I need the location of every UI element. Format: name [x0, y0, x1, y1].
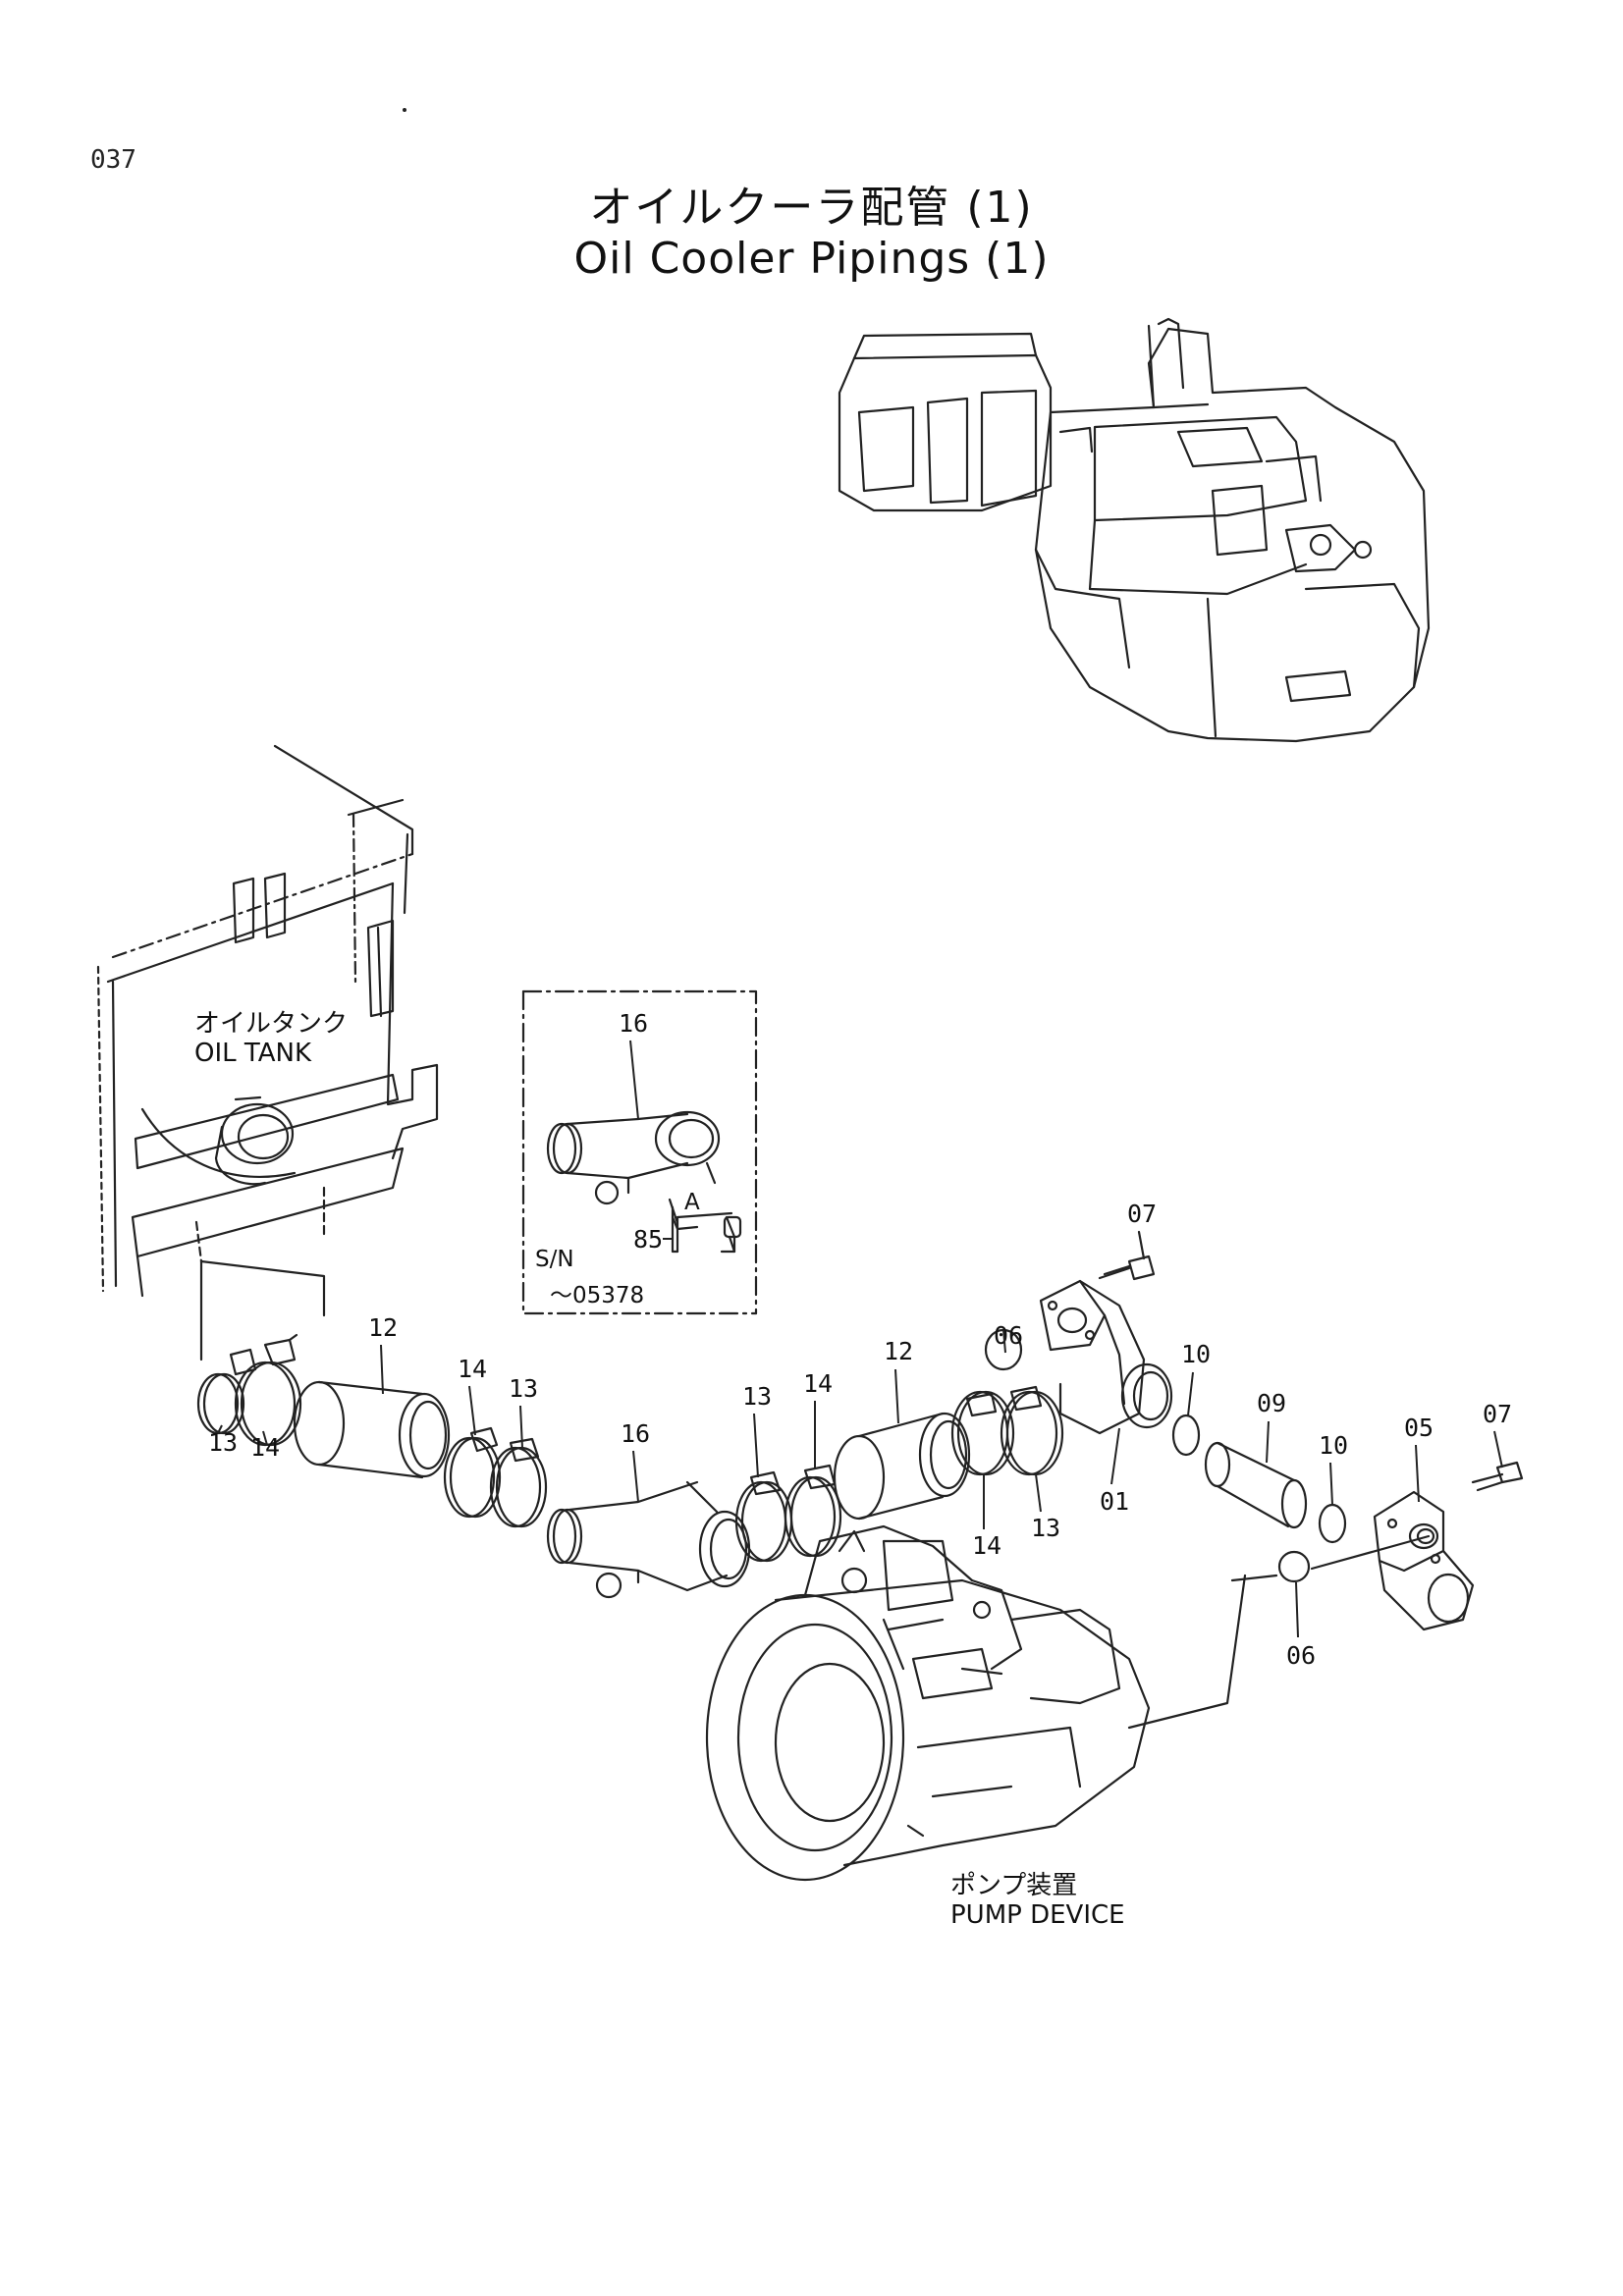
pipe-09: [1204, 1441, 1308, 1529]
clamp-14-right: [784, 1464, 842, 1558]
leader-pump-to-oring: [1310, 1534, 1431, 1571]
callout-85: 85: [633, 1225, 664, 1254]
oil-tank-label-jp: オイルタンク: [194, 1009, 349, 1039]
callout-14-mid: 14: [458, 1355, 488, 1383]
page-title-japanese: オイルクーラ配管 (1): [589, 183, 1034, 233]
oring-10-left: [1171, 1414, 1201, 1457]
callout-10-right: 10: [1319, 1431, 1349, 1460]
pump-device-label-en: PUMP DEVICE: [950, 1900, 1125, 1930]
serial-number-label: S/N: [535, 1247, 574, 1272]
elbow-flange-05: [1373, 1490, 1475, 1631]
callout-13-mid: 13: [509, 1374, 539, 1403]
clamp-13-far: [1000, 1385, 1064, 1476]
callout-06-top: 06: [994, 1321, 1024, 1350]
page-title-english: Oil Cooler Pipings (1): [573, 234, 1050, 284]
callout-13-far: 13: [1031, 1514, 1061, 1542]
clamp-14-mid: [443, 1426, 502, 1519]
bolt-07-top: [1098, 1255, 1156, 1281]
oil-tank-drawing: [96, 744, 439, 1298]
callout-13-left: 13: [208, 1428, 239, 1457]
leader-07-top: [1137, 1230, 1146, 1260]
detail-a-label: A: [684, 1190, 700, 1215]
bolt-07-right: [1471, 1461, 1524, 1492]
callout-10-left: 10: [1181, 1340, 1212, 1368]
hose-12-left: [293, 1380, 451, 1479]
callout-07-top: 07: [1127, 1200, 1158, 1228]
elbow-flange-01: [1039, 1279, 1173, 1435]
hose-12-right: [833, 1412, 971, 1521]
pump-device-drawing: [705, 1524, 1151, 1882]
callout-09: 09: [1257, 1389, 1287, 1417]
leader-tank-box: [199, 1259, 326, 1317]
callout-01: 01: [1100, 1487, 1130, 1516]
detail-box-sn: [521, 989, 758, 1315]
pump-device-label-jp: ポンプ装置: [950, 1871, 1078, 1900]
print-speck: [403, 108, 406, 112]
leader-pump-to-elbow: [1127, 1574, 1247, 1730]
leader-pump-to-05: [1230, 1574, 1278, 1582]
callout-06-bottom: 06: [1286, 1641, 1317, 1670]
oil-tank-label-en: OIL TANK: [194, 1039, 312, 1068]
callout-12-right: 12: [884, 1337, 914, 1365]
callout-12-left: 12: [368, 1313, 399, 1342]
oring-06-bottom: [1277, 1550, 1311, 1583]
callout-14-far: 14: [972, 1531, 1002, 1560]
callout-13-right: 13: [742, 1382, 773, 1411]
callout-16-main: 16: [621, 1419, 651, 1448]
clamp-14-left: [234, 1333, 302, 1447]
callout-07-right: 07: [1483, 1400, 1513, 1428]
page-number: 037: [90, 145, 136, 175]
callout-05: 05: [1404, 1414, 1434, 1442]
excavator-overview-drawing: [838, 317, 1431, 743]
callout-16-detail: 16: [619, 1009, 649, 1038]
callout-14-right: 14: [803, 1369, 834, 1398]
serial-number-range: ～05378: [550, 1283, 645, 1308]
